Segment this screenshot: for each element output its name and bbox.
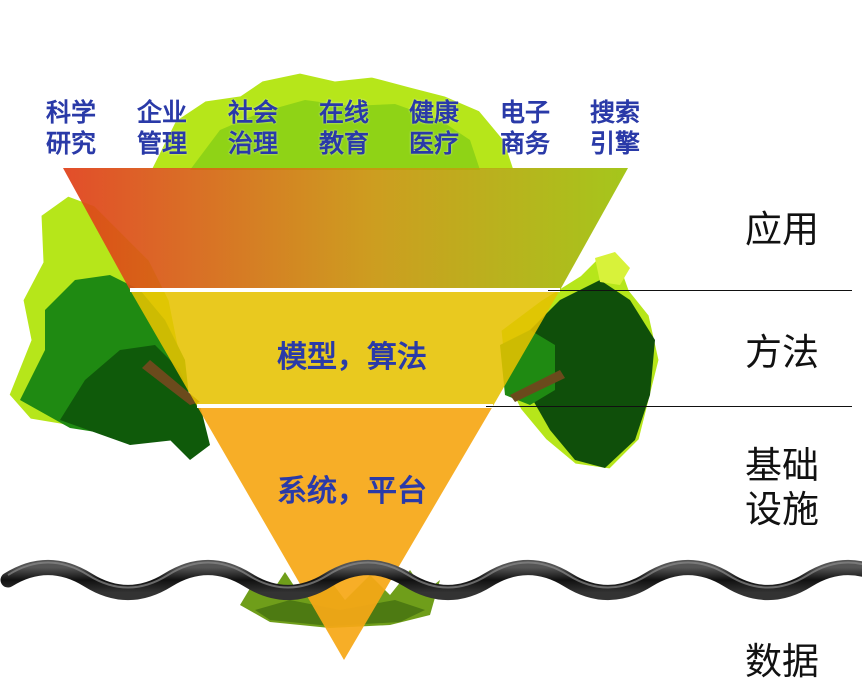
- top-label-search-engine: 搜索引擎: [589, 98, 640, 158]
- side-label-infrastructure: 基础 设施: [745, 444, 819, 531]
- application-layer: [63, 168, 628, 290]
- top-label-health-care: 健康医疗: [408, 98, 459, 158]
- top-label-e-commerce: 电子商务: [499, 98, 550, 158]
- top-label-enterprise-management: 企业管理: [136, 98, 187, 158]
- top-label-online-education: 在线教育: [318, 98, 369, 158]
- side-label-method: 方法: [745, 331, 819, 374]
- method-layer-label: 模型，算法: [277, 340, 427, 375]
- infrastructure-layer: [197, 406, 493, 660]
- inverted-pyramid: [63, 168, 628, 660]
- method-layer: [130, 290, 560, 406]
- side-label-application: 应用: [745, 208, 819, 251]
- divider-method-infrastructure: [486, 406, 852, 407]
- top-label-social-governance: 社会治理: [227, 98, 278, 158]
- side-label-data: 数据: [745, 640, 819, 683]
- divider-application-method: [548, 290, 852, 291]
- top-label-science-research: 科学研究: [45, 98, 96, 158]
- data-wave: [0, 560, 862, 600]
- infrastructure-layer-label: 系统，平台: [277, 474, 427, 509]
